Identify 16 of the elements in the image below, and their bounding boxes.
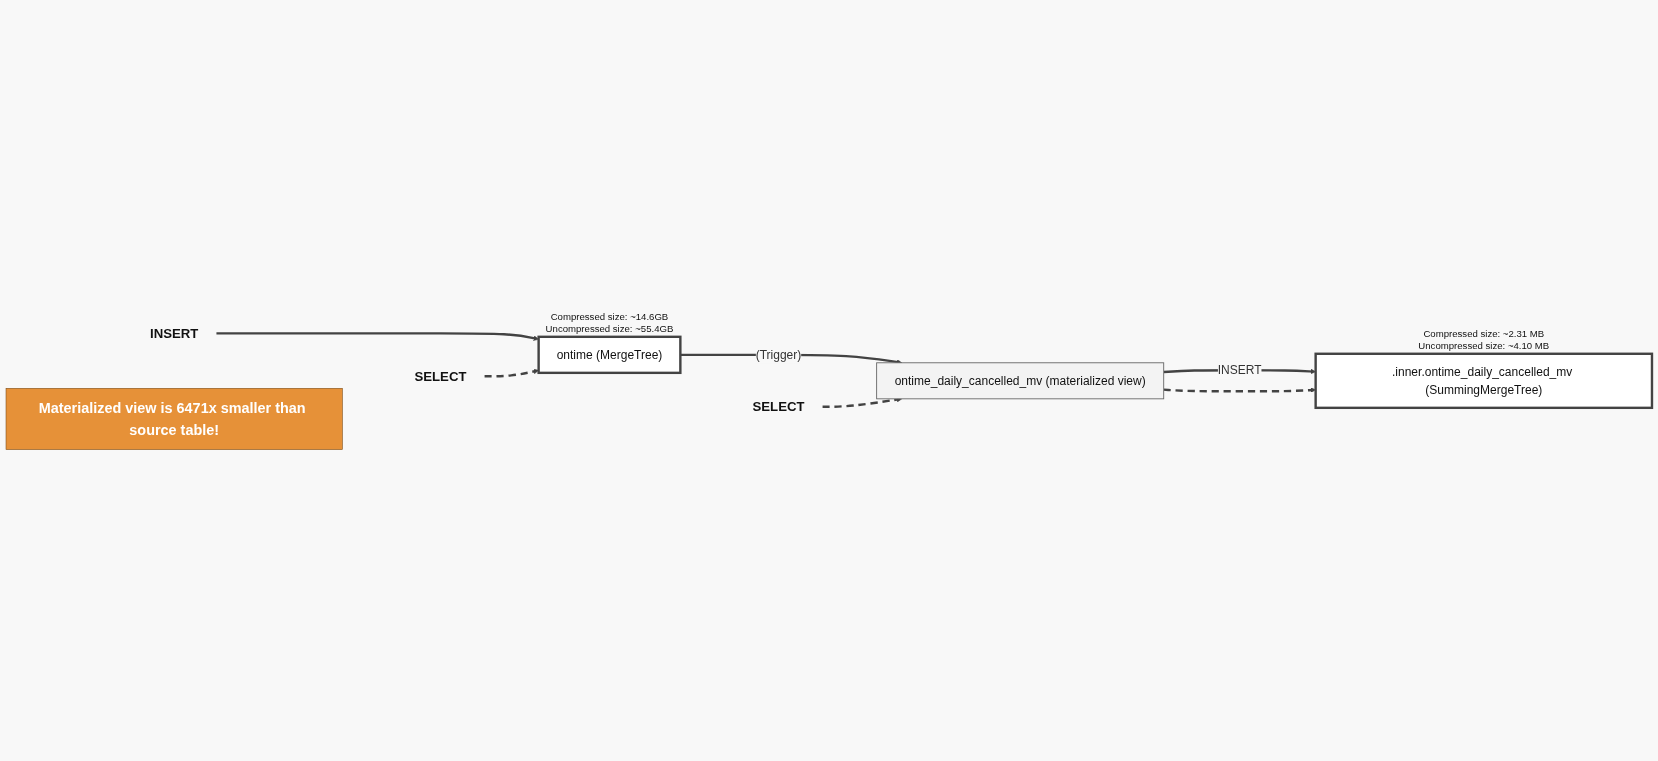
node-text: SELECT	[414, 368, 467, 385]
node-box: .inner.ontime_daily_cancelled_mv (SummingMergeTree)	[1314, 352, 1654, 410]
node-box: ontime_daily_cancelled_mv (materialized view)	[876, 362, 1165, 400]
size-note: Uncompressed size: ~4.10 MB	[1418, 340, 1550, 352]
node-text: INSERT	[149, 326, 199, 342]
edge-label: (Trigger)	[755, 348, 802, 362]
arrow	[1163, 387, 1316, 393]
node-text: SELECT	[752, 399, 805, 415]
size-note: Uncompressed size: ~55.4GB	[545, 323, 674, 335]
arrow	[216, 332, 539, 342]
node-box: ontime (MergeTree)	[537, 335, 682, 375]
arrow	[484, 369, 539, 378]
size-note: Compressed size: ~2.31 MB	[1423, 328, 1545, 340]
size-note: Compressed size: ~14.6GB	[550, 311, 669, 323]
node-box: Materialized view is 6471x smaller than source table!	[5, 388, 343, 451]
edge-label: INSERT	[1217, 363, 1262, 378]
